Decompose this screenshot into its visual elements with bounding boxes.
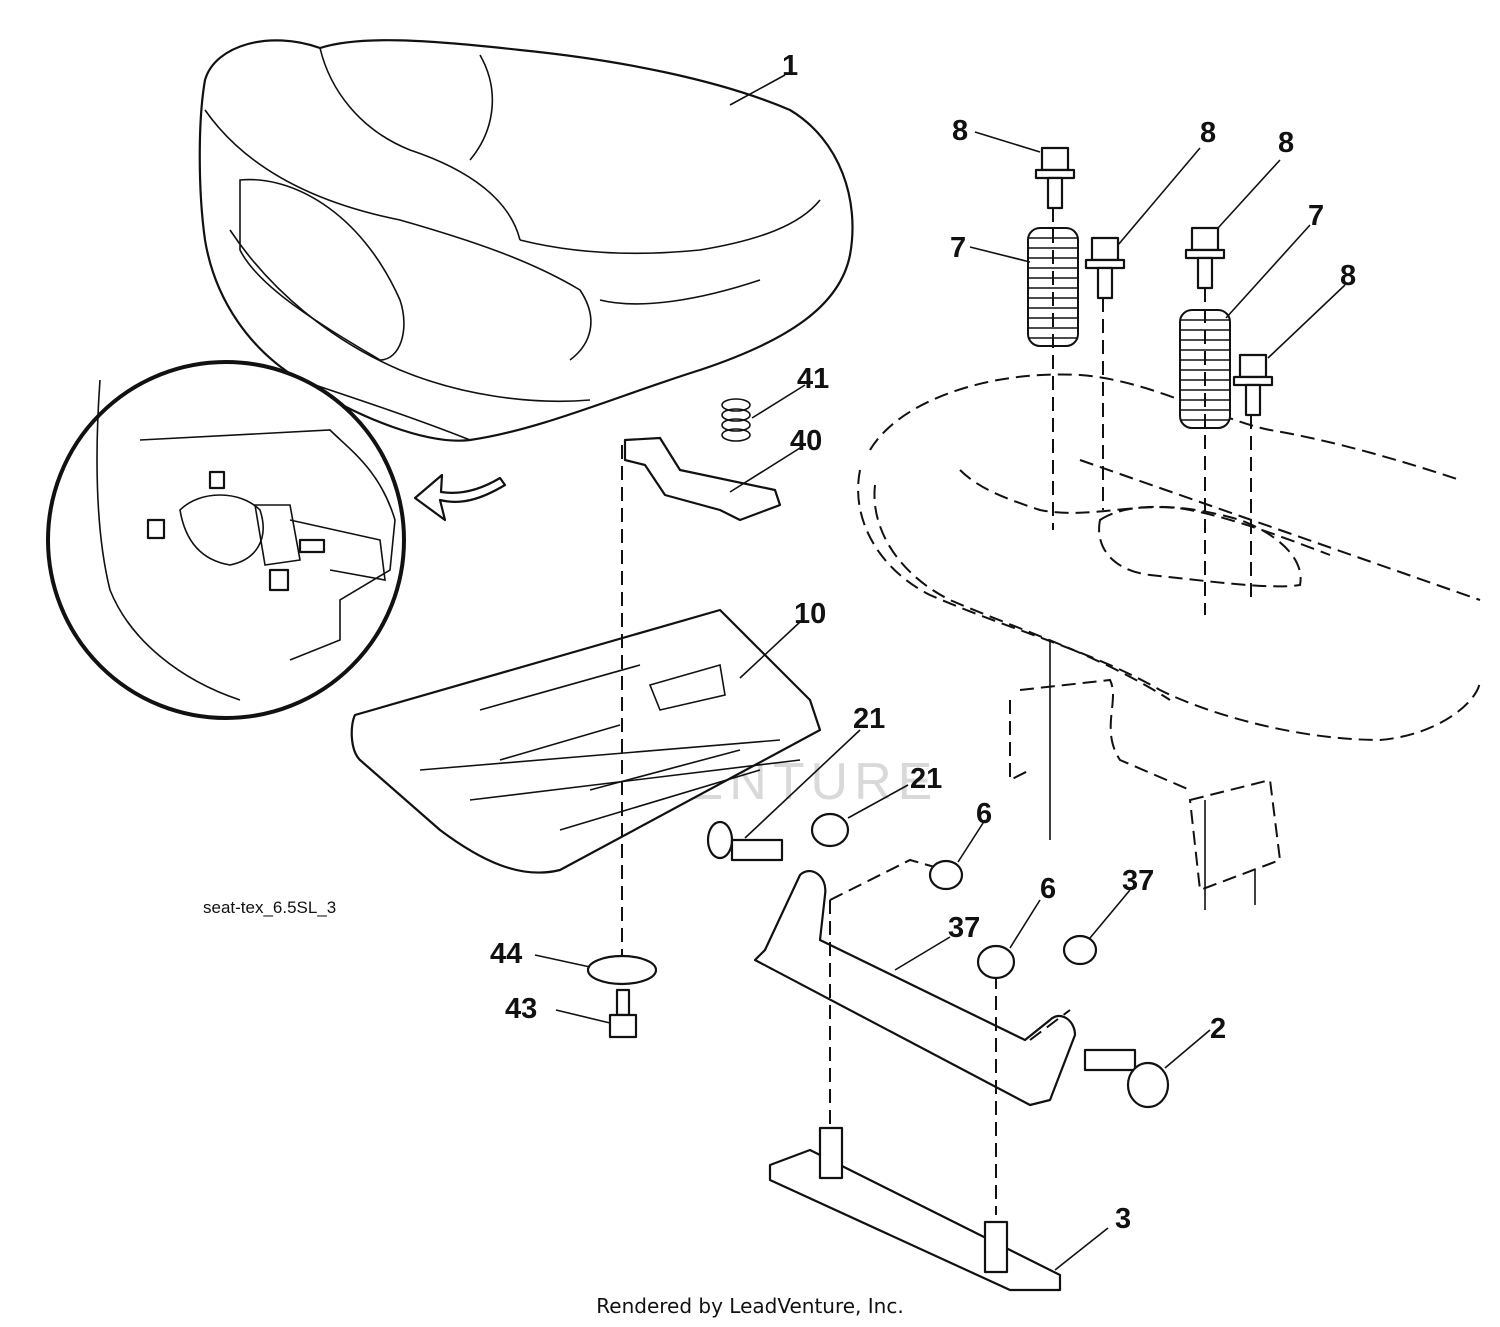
nut-6-b xyxy=(976,944,1016,980)
leader-lines xyxy=(534,74,1346,1271)
callout-37-a: 6 xyxy=(976,798,992,830)
callout-43: 43 xyxy=(505,993,537,1025)
callout-8-c: 8 xyxy=(1278,127,1294,159)
washer-44 xyxy=(586,954,658,986)
callout-6-b: 6 xyxy=(1040,873,1056,905)
nut-37-a xyxy=(928,859,964,891)
callout-21-a: 21 xyxy=(853,703,885,735)
bolt-21-a xyxy=(706,820,784,862)
callout-41: 41 xyxy=(797,363,829,395)
spring-41 xyxy=(721,398,751,442)
diagram-code: seat-tex_6.5SL_3 xyxy=(203,898,337,917)
callout-7-b: 7 xyxy=(1308,200,1324,232)
callout-8-d: 8 xyxy=(1340,260,1356,292)
nut-6-a xyxy=(810,812,850,848)
callout-6-a: 21 xyxy=(910,763,942,795)
callout-3: 3 xyxy=(1115,1203,1131,1235)
callout-40: 40 xyxy=(790,425,822,457)
bolts-8 xyxy=(1034,146,1274,417)
bolt-43 xyxy=(608,988,638,1039)
detail-arrow xyxy=(413,473,507,522)
callout-7-a: 7 xyxy=(950,232,966,264)
callout-21-b: 2 xyxy=(1210,1013,1226,1045)
footer-credit: Rendered by LeadVenture, Inc. xyxy=(596,1294,904,1318)
callout-8-a: 8 xyxy=(952,115,968,147)
spring-right xyxy=(1179,309,1231,429)
seat xyxy=(198,39,854,442)
plate-3 xyxy=(768,1148,1062,1292)
callout-10: 10 xyxy=(794,598,826,630)
mounting-deck xyxy=(857,373,1481,910)
bolt-21-b xyxy=(1083,1048,1170,1109)
detail-view xyxy=(46,360,406,720)
nut-37-b xyxy=(1062,934,1098,966)
clip-40 xyxy=(623,436,782,522)
callout-1: 1 xyxy=(782,50,798,82)
bracket-2 xyxy=(753,870,1077,1107)
callout-2: 37 xyxy=(948,912,980,944)
callout-8-b: 8 xyxy=(1200,117,1216,149)
callout-44: 44 xyxy=(490,938,522,970)
seat-pan xyxy=(350,608,822,874)
spring-left xyxy=(1027,227,1079,347)
callout-37-b: 37 xyxy=(1122,865,1154,897)
